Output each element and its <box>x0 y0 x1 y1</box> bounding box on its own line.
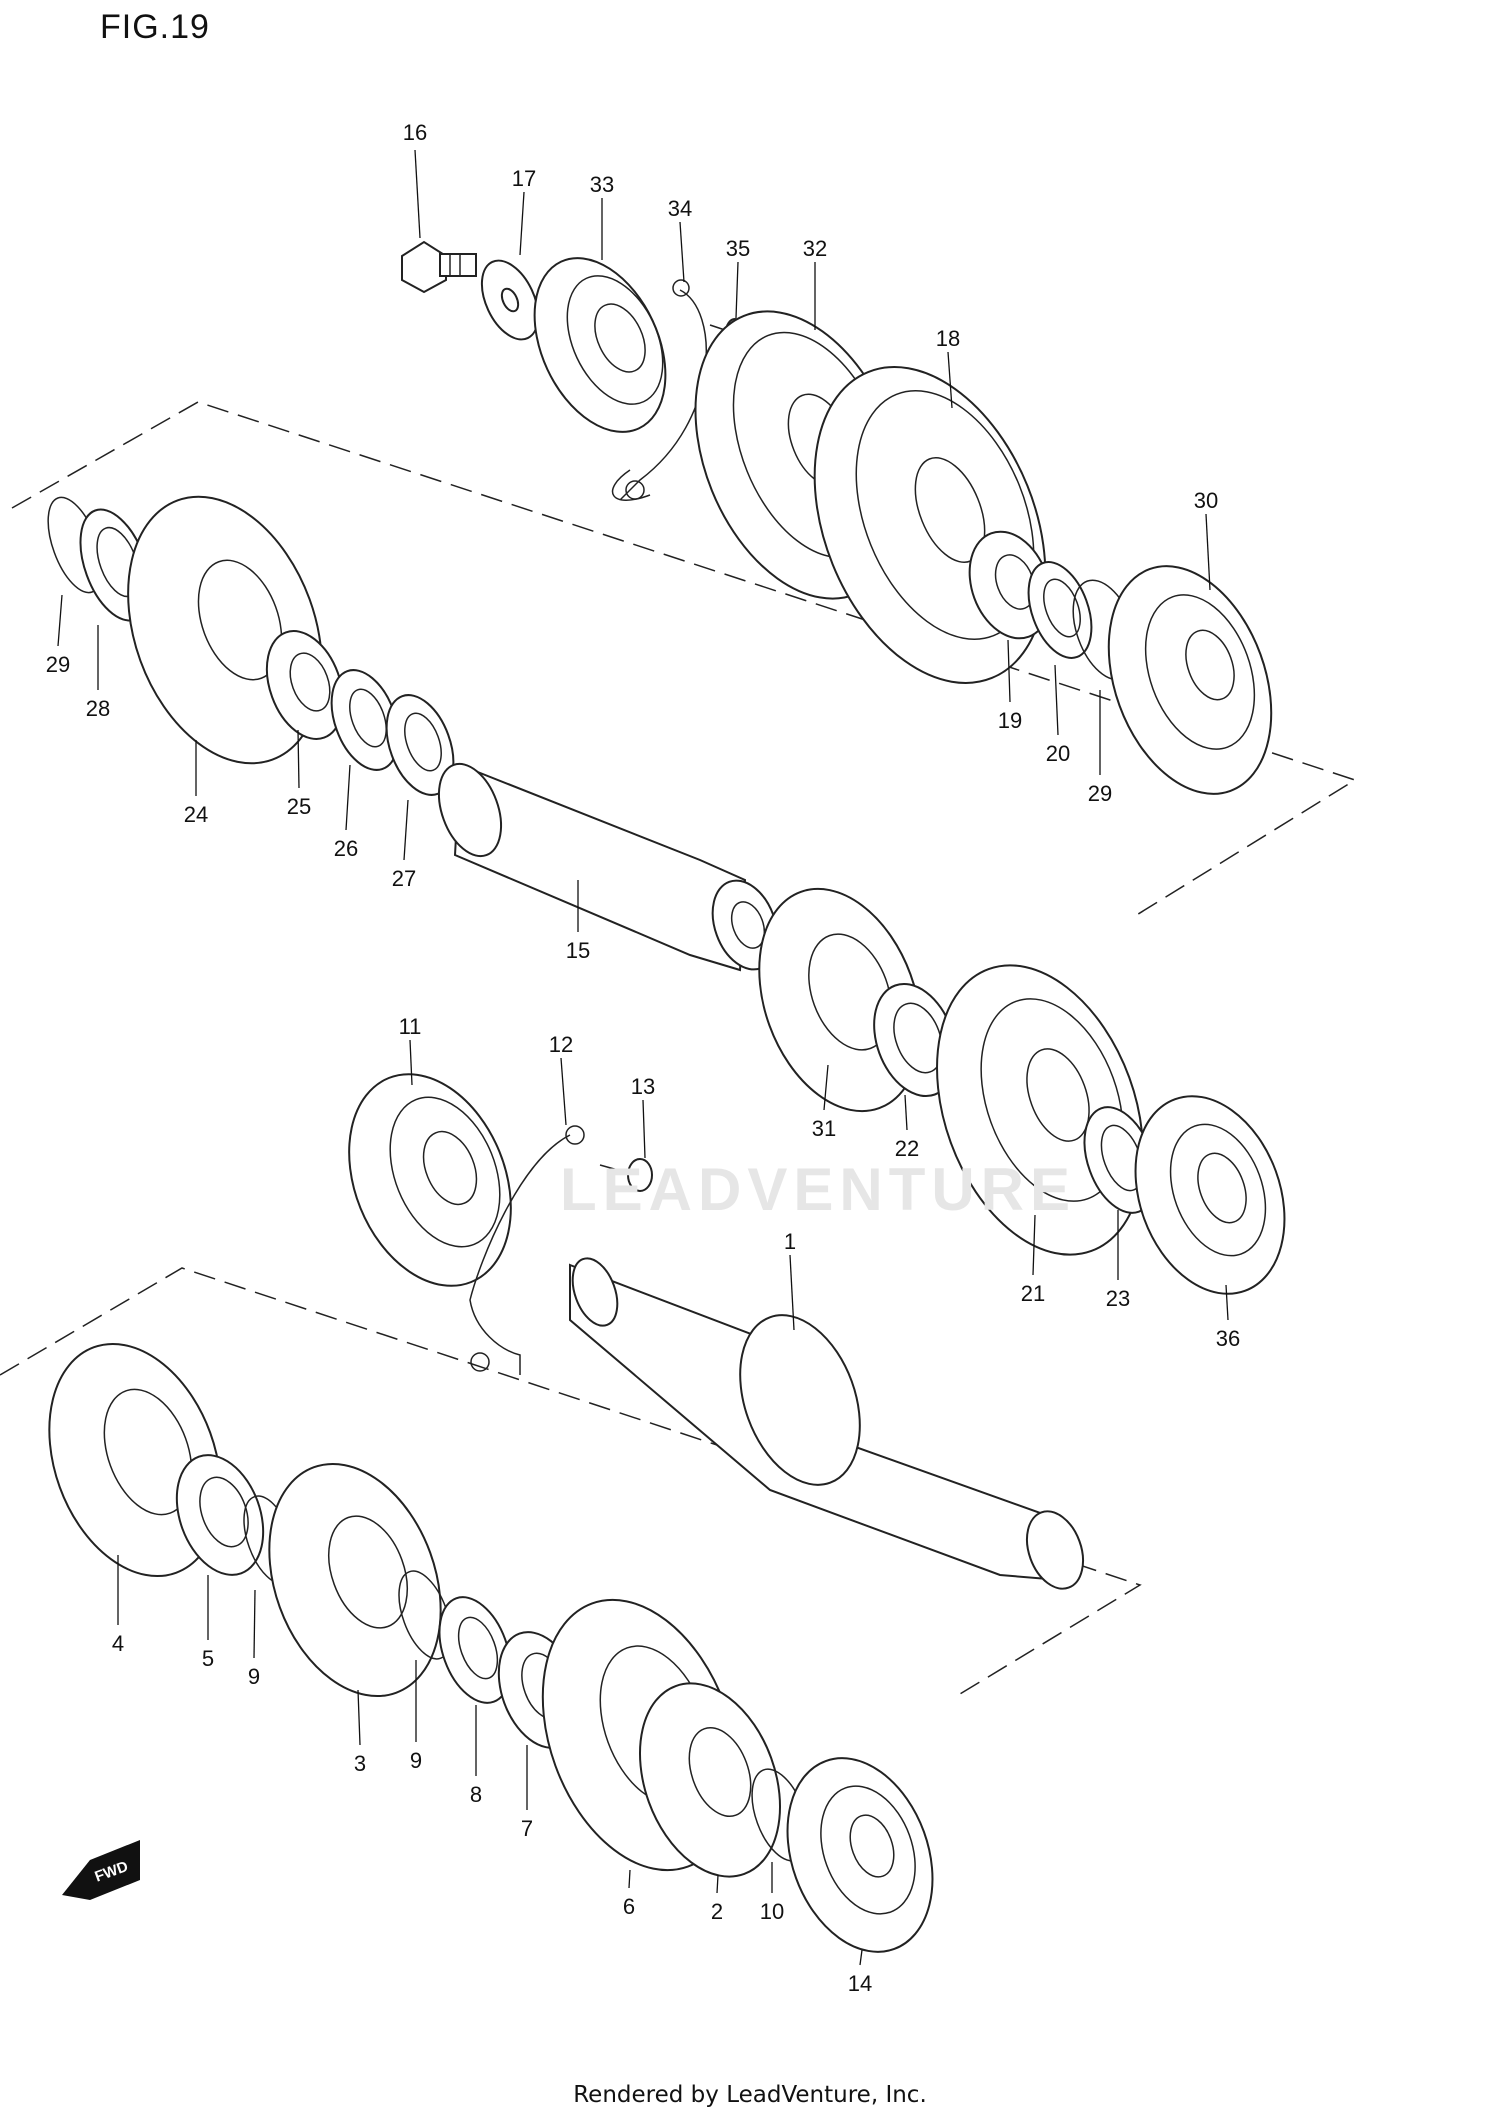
callout-15: 15 <box>566 938 590 963</box>
callout-24: 24 <box>184 802 208 827</box>
bushing-5 <box>175 1454 265 1576</box>
callout-16: 16 <box>403 120 427 145</box>
washer-17 <box>480 259 540 341</box>
callout-29-left: 29 <box>46 652 70 677</box>
bearing-11 <box>348 1073 512 1287</box>
gear-4 <box>48 1342 222 1578</box>
callout-25: 25 <box>287 794 311 819</box>
lock-washer-8 <box>438 1596 512 1704</box>
gear-21 <box>936 964 1144 1256</box>
callout-6: 6 <box>623 1894 635 1919</box>
callout-29-right: 29 <box>1088 781 1112 806</box>
callout-7: 7 <box>521 1816 533 1841</box>
callout-13: 13 <box>631 1074 655 1099</box>
bolt-16 <box>401 240 477 294</box>
mainshaft-boundary <box>0 1267 1142 1695</box>
retainer-plate-12 <box>469 1125 585 1375</box>
callout-8: 8 <box>470 1782 482 1807</box>
gear-2 <box>638 1682 782 1878</box>
footer-credit: Rendered by LeadVenture, Inc. <box>573 2082 927 2108</box>
callout-31: 31 <box>812 1116 836 1141</box>
leader-lines <box>57 149 1229 1966</box>
callout-32: 32 <box>803 236 827 261</box>
callout-3: 3 <box>354 1751 366 1776</box>
countershaft-boundary <box>11 401 1357 917</box>
callout-18: 18 <box>936 326 960 351</box>
callout-4: 4 <box>112 1631 124 1656</box>
callout-30: 30 <box>1194 488 1218 513</box>
callout-26: 26 <box>334 836 358 861</box>
callout-19: 19 <box>998 708 1022 733</box>
callout-20: 20 <box>1046 741 1070 766</box>
callout-28: 28 <box>86 696 110 721</box>
bearing-14 <box>786 1757 934 1953</box>
gear-24 <box>127 495 323 765</box>
bushing-25 <box>265 630 345 740</box>
callout-11: 11 <box>399 1014 422 1039</box>
callout-21: 21 <box>1021 1281 1045 1306</box>
bearing-36 <box>1134 1095 1286 1295</box>
figure-title: FIG.19 <box>100 8 210 46</box>
fwd-arrow-icon: FWD <box>62 1840 140 1900</box>
callout-22: 22 <box>895 1136 919 1161</box>
washer-20 <box>1027 561 1093 659</box>
callout-1: 1 <box>784 1229 796 1254</box>
callout-23: 23 <box>1106 1286 1130 1311</box>
callout-33: 33 <box>590 172 614 197</box>
callout-9-right: 9 <box>410 1748 422 1773</box>
washer-27 <box>385 694 455 796</box>
callout-36: 36 <box>1216 1326 1240 1351</box>
mainshaft-1 <box>569 1257 1085 1590</box>
callout-numbers: 16 17 33 34 35 32 18 30 29 28 24 25 26 2… <box>46 120 1240 1996</box>
callout-14: 14 <box>848 1971 872 1996</box>
bearing-33 <box>533 257 667 433</box>
callout-35: 35 <box>726 236 750 261</box>
gear-30 <box>1107 565 1273 795</box>
callout-10: 10 <box>760 1899 784 1924</box>
countershaft-15 <box>437 762 779 972</box>
callout-17: 17 <box>512 166 536 191</box>
callout-34: 34 <box>668 196 692 221</box>
callout-27: 27 <box>392 866 416 891</box>
callout-5: 5 <box>202 1646 214 1671</box>
gear-3 <box>268 1462 442 1698</box>
callout-9-left: 9 <box>248 1664 260 1689</box>
screw-13 <box>599 1158 653 1192</box>
callout-12: 12 <box>549 1032 573 1057</box>
callout-2: 2 <box>711 1899 723 1924</box>
